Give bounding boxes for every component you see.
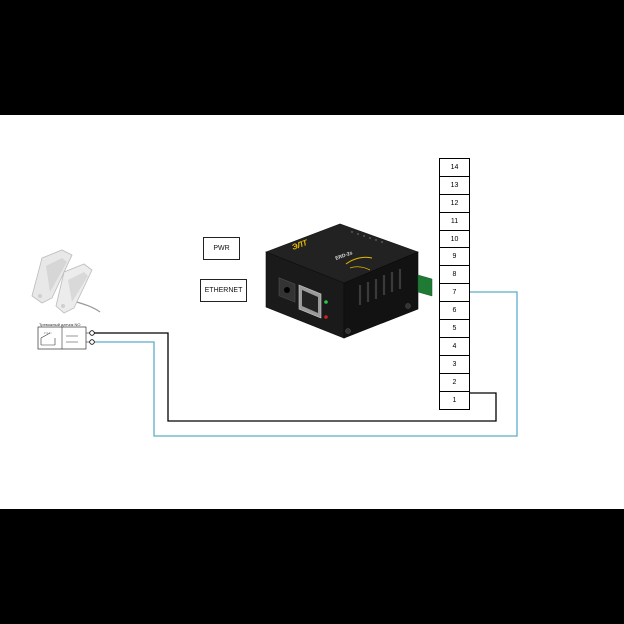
magnetic-sensor-image: [31, 249, 101, 314]
terminal-11: 11: [440, 213, 469, 231]
terminal-5: 5: [440, 320, 469, 338]
sensor-contact-top: [89, 330, 95, 336]
device-image: ЭЛТ ERD-2s: [265, 223, 433, 339]
terminal-12: 12: [440, 195, 469, 213]
terminal-13: 13: [440, 177, 469, 195]
pwr-label: PWR: [203, 237, 240, 260]
terminal-3: 3: [440, 356, 469, 374]
sensor-caption: Тревожный датчик NO: [39, 322, 81, 327]
wire-blue: [93, 291, 518, 437]
svg-text:ERD-2s: ERD-2s: [335, 250, 354, 262]
terminal-14: 14: [440, 159, 469, 177]
terminal-9: 9: [440, 248, 469, 267]
terminal-7: 7: [440, 284, 469, 303]
sensor-contact-bottom: [89, 339, 95, 345]
terminal-1: 1: [452, 397, 457, 405]
terminal-2: 2: [440, 374, 469, 392]
wire-black: [93, 332, 497, 422]
terminal-6: 6: [440, 302, 469, 321]
terminal-10: 10: [440, 231, 469, 249]
terminal-8: 8: [440, 266, 469, 285]
ethernet-label: ETHERNET: [200, 279, 247, 302]
sensor-schematic: [37, 326, 95, 350]
terminal-4: 4: [440, 338, 469, 356]
